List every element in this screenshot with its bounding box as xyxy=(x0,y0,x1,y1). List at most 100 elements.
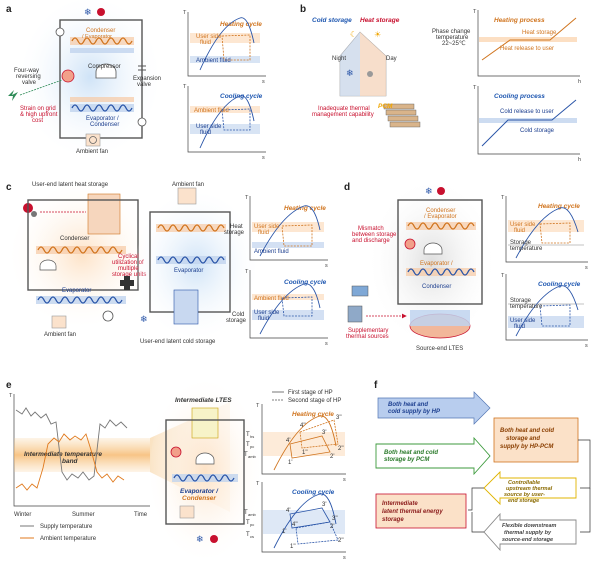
e-ambient-curve xyxy=(15,433,125,491)
axis-s: s xyxy=(325,263,328,269)
axis-s: s xyxy=(343,555,346,561)
b-cold-label: Cold storage xyxy=(312,17,352,24)
e-t-amb-c: T xyxy=(244,510,248,516)
d-cool-dome xyxy=(515,285,579,337)
axis-s: s xyxy=(262,155,265,161)
c-evap-bar xyxy=(36,296,126,304)
f-box4-text: Intermediate xyxy=(382,501,418,507)
b-cold-storage: Cold storage xyxy=(520,128,555,134)
d-evaporator: Evaporator / xyxy=(420,261,453,267)
e-h4pp: 4'' xyxy=(300,423,306,429)
d-cool-axes xyxy=(505,274,588,341)
a-user-side: User side xyxy=(196,34,222,40)
a-compressor-label: Compressor xyxy=(88,64,121,70)
c-user-side: User side xyxy=(254,224,280,230)
e-heating-title: Heating cycle xyxy=(292,411,334,418)
panel-d: d ❄ Condenser / Evaporator Evaporator / … xyxy=(344,182,588,352)
axis-s: s xyxy=(325,341,328,347)
e-first-stage: First stage of HP xyxy=(288,390,333,396)
c-fluid: fluid xyxy=(258,230,269,236)
f-box3-text: Both heat and cold xyxy=(500,428,554,434)
a-cool-axes xyxy=(187,86,266,153)
c-cold-end: User-end latent cold storage xyxy=(140,339,216,345)
f-box6-text: Flexible downstream xyxy=(502,523,557,529)
f-connector-4 xyxy=(471,512,484,533)
a-ambient: Ambient fluid xyxy=(196,58,231,64)
d-evap-bar-o xyxy=(406,268,476,276)
f-box3-text3: supply by HP-PCM xyxy=(500,444,554,450)
c-user-end: User-end latent heat storage xyxy=(32,182,109,188)
a-cool-dome xyxy=(199,95,255,149)
f-box4-text2: latent thermal energy xyxy=(382,509,443,515)
d-heating-title: Heating cycle xyxy=(538,203,580,210)
axis-h: h xyxy=(578,157,581,163)
c-cooling-chart: T s Cooling cycle Ambient fluid User sid… xyxy=(226,269,328,347)
a-fourway-label3: valve xyxy=(22,80,37,86)
axis-T: T xyxy=(256,481,260,487)
e-evaporator2: Condenser xyxy=(182,495,216,502)
moon-icon: ☾ xyxy=(350,30,357,39)
c-heating-chart: T s Heating cycle User side fluid Ambien… xyxy=(224,195,328,269)
panel-e: e T Intermediate temperature band Winter… xyxy=(6,380,346,561)
f-box5-text3: source by user- xyxy=(504,492,545,498)
c-cool-axes xyxy=(249,270,328,339)
c-heat-band xyxy=(252,222,324,232)
e-h1p: 1' xyxy=(288,460,292,466)
d-storage-temp2: temperature xyxy=(510,246,543,252)
b-inadequate: Inadequate thermal xyxy=(318,106,370,112)
c-fluid-c: fluid xyxy=(258,316,269,322)
e-c3p: 3' xyxy=(322,502,326,508)
e-c4pp: 4'' xyxy=(292,522,298,528)
d-source-end: Source-end LTES xyxy=(416,346,463,352)
f-box2-text2: storage by PCM xyxy=(384,457,430,463)
d-heat-dome xyxy=(515,207,579,259)
e-cool-cycle2 xyxy=(295,521,339,545)
a-condenser-label2: / Evaporator xyxy=(82,34,112,40)
pump-icon xyxy=(102,310,114,322)
snowflake-icon: ❄ xyxy=(84,7,92,17)
house-cold-side xyxy=(340,32,360,96)
e-temp-band xyxy=(14,438,150,472)
d-storage-temp-c2: temperature xyxy=(510,304,543,310)
e-summer: Summer xyxy=(72,512,95,518)
d-storage-temp: Storage xyxy=(510,240,532,246)
ambient-fan-icon xyxy=(85,133,101,147)
a-cooling-chart: T s Cooling cycle Ambient fluid User sid… xyxy=(183,84,266,161)
e-band2: band xyxy=(62,458,79,465)
a-ambient-c: Ambient fluid xyxy=(194,108,229,114)
a-heat-dome xyxy=(199,17,255,71)
d-storage-temp-c: Storage xyxy=(510,298,532,304)
panel-c: c User-end latent heat storage Condenser… xyxy=(6,182,328,347)
b-heat-release: Heat release to user xyxy=(500,46,554,52)
b-cooling-chart: T h Cooling process Cold release to user… xyxy=(473,85,581,163)
flame-icon xyxy=(97,8,105,16)
a-heat-band xyxy=(190,33,260,43)
f-box5-text: Controllable xyxy=(508,480,540,486)
f-box5-text2: upstream thermal xyxy=(506,486,553,492)
c-ambient-fan: Ambient fan xyxy=(44,332,76,338)
d-condenser2: / Evaporator xyxy=(424,214,457,220)
a-fluid: fluid xyxy=(200,40,211,46)
a-evaporator-label2: Condenser xyxy=(90,122,119,128)
snowflake-icon: ❄ xyxy=(346,68,354,78)
snowflake-icon: ❄ xyxy=(196,534,204,544)
c-cyclical: Cyclical xyxy=(118,254,139,260)
e-heat-cycle1 xyxy=(289,435,331,459)
b-phase2: temperature xyxy=(436,35,469,41)
panel-a-letter: a xyxy=(6,4,12,15)
panel-c-letter: c xyxy=(6,182,12,193)
a-fourway-label2: reversing xyxy=(16,74,41,80)
b-inadequate2: management capability xyxy=(312,112,374,118)
d-heat-band xyxy=(508,220,584,232)
b-heating-proc: Heating process xyxy=(494,17,545,24)
f-box3 xyxy=(493,417,579,463)
person-icon xyxy=(31,211,37,217)
c-heat-storage2: storage xyxy=(224,230,245,236)
e-t-cs: T xyxy=(246,532,250,538)
e-cool-dome xyxy=(273,493,337,549)
a-evaporator-label: Evaporator / xyxy=(86,116,119,122)
c-left-loop xyxy=(27,199,139,291)
f-connector-2 xyxy=(580,488,591,533)
panel-f: f Both heat and cold supply by HP Both h… xyxy=(374,380,591,552)
snowflake-icon: ❄ xyxy=(425,186,433,196)
